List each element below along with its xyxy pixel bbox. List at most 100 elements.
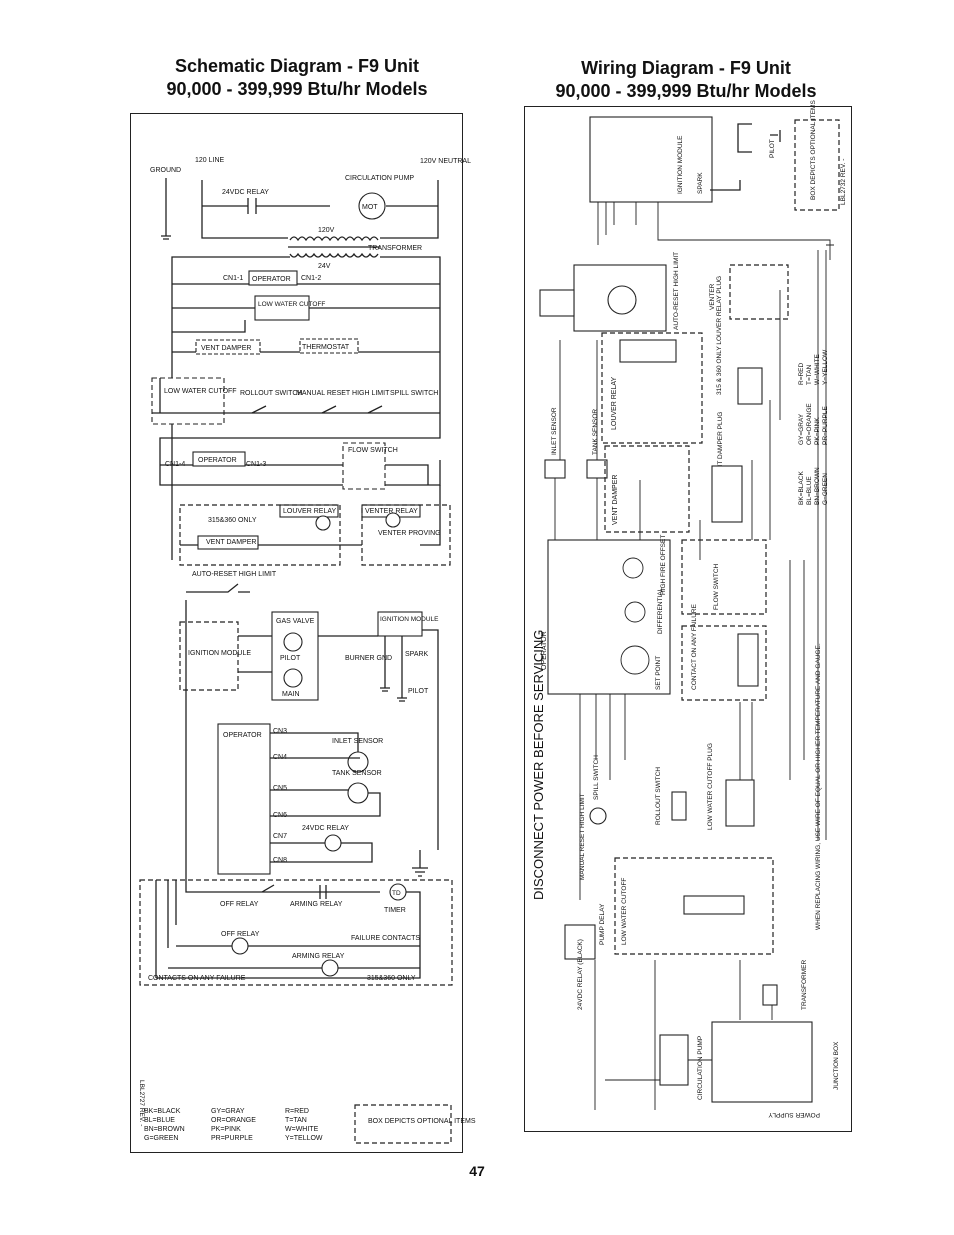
ground-wires: [380, 636, 407, 702]
set-point-dial: [620, 645, 650, 675]
louver-plug-label-w: 315 & 360 ONLY LOUVER RELAY PLUG: [716, 276, 723, 395]
legend-r: R=RED: [285, 1108, 309, 1115]
flow-switch-box: [342, 442, 386, 490]
page-number: 47: [469, 1163, 485, 1179]
ignition-module-block: [589, 116, 713, 203]
circ-pump-block: [659, 1034, 689, 1086]
wleg-g: G=GREEN: [822, 473, 829, 505]
y-wire: [172, 320, 246, 333]
ignition-left-box: [179, 621, 239, 691]
rollout-label-w: ROLLOUT SWITCH: [655, 767, 662, 825]
legend-g: G=GREEN: [144, 1135, 178, 1142]
louver-optional-box: [179, 504, 341, 566]
contact-failure-label-w: CONTACT ON ANY FAILURE: [691, 603, 698, 690]
sensor-wires: [270, 732, 381, 817]
wleg-or: OR=ORANGE: [806, 403, 813, 445]
vent-damper-box-2: [197, 535, 259, 550]
disconnect-warning: DISCONNECT POWER BEFORE SERVICING: [531, 630, 546, 900]
power-supply-label-w: POWER SUPPLY: [768, 1111, 820, 1118]
transformer-primary: [289, 236, 379, 242]
legend-bl: BL=BLUE: [144, 1117, 175, 1124]
safety-chain-wire: [152, 378, 440, 414]
lwco-label-w: LOW WATER CUTOFF: [621, 878, 628, 945]
junction-box-label-w: JUNCTION BOX: [833, 1041, 840, 1090]
tank-sensor-label-w: TANK SENSOR: [592, 409, 599, 455]
lwco-plug-block: [725, 779, 755, 827]
failure-wires: [155, 880, 421, 979]
gas-valve-main-coil: [283, 668, 303, 688]
legend-y: Y=TELLOW: [285, 1135, 323, 1142]
legend-optional-box: [354, 1104, 452, 1144]
wleg-t: T=TAN: [806, 364, 813, 385]
louver-315-label: 315&360 ONLY: [208, 517, 257, 524]
circ-pump-label-w: CIRCULATION PUMP: [697, 1036, 704, 1100]
wleg-w: W=WHITE: [814, 353, 821, 385]
failure-contacts-label: FAILURE CONTACTS: [351, 935, 420, 942]
schematic-label-code: LBL2727 REV. -: [138, 1080, 145, 1126]
junction-box: [711, 1021, 813, 1103]
louver-relay-coil: [315, 515, 331, 531]
vent-damper-box: [195, 339, 261, 355]
auto-reset-label-w: AUTO-RESET HIGH LIMIT: [673, 252, 680, 330]
neutral-wire: [380, 180, 439, 239]
box-depicts-label-w: BOX DEPICTS OPTIONAL ITEMS: [810, 100, 817, 200]
differential-dial: [624, 601, 646, 623]
tank-sensor-block: [586, 459, 608, 479]
transformer-label-w: TRANSFORMER: [801, 960, 808, 1011]
relay24-wires: [270, 842, 428, 877]
relay24-label-w: 24VDC RELAY (BLACK): [577, 939, 584, 1010]
schematic-frame: [130, 113, 463, 1153]
cn5-label: CN5: [273, 785, 287, 792]
venter-optional-box-w: [729, 264, 789, 320]
arming-relay-label-2: ARMING RELAY: [292, 953, 345, 960]
v24-label: 24V: [318, 263, 331, 270]
low-water-label: LOW WATER CUTOFF: [258, 301, 325, 308]
arming-relay-label: ARMING RELAY: [290, 901, 343, 908]
pilot-assembly: [737, 123, 781, 153]
cn1-1-label: CN1-1: [223, 275, 243, 282]
legend-w: W=WHITE: [285, 1126, 319, 1133]
timer-label: TIMER: [384, 907, 406, 914]
cn3-label: CN3: [273, 728, 287, 735]
neutral-label: 120V NEUTRAL: [420, 158, 471, 165]
ignition-module-left: IGNITION MODULE: [188, 650, 251, 657]
wiring-frame: [524, 106, 852, 1132]
gas-valve-knob: [607, 285, 637, 315]
relay24-block: [564, 924, 596, 960]
off-relay-label: OFF RELAY: [220, 901, 259, 908]
ignition-wires: [597, 202, 834, 260]
legend-bn: BN=BROWN: [144, 1126, 185, 1133]
main-label: MAIN: [282, 691, 300, 698]
pilot-label-w: PILOT: [769, 139, 776, 158]
secondary-bus: [171, 256, 441, 560]
failure-contacts-symbol: [261, 884, 327, 899]
vent-damper-label: VENT DAMPER: [201, 345, 251, 352]
manual-reset-label-w: MANUAL RESET HIGH LIMIT: [579, 793, 586, 880]
only315-label-lower: 315&360 ONLY: [367, 975, 416, 982]
operator-board: [547, 539, 671, 695]
pump-delay-label-w: PUMP DELAY: [599, 903, 606, 945]
wleg-y: Y=YELLOW: [822, 349, 829, 385]
schematic-legend: BK=BLACK BL=BLUE BN=BROWN G=GREEN GY=GRA…: [144, 1104, 476, 1144]
auto-reset-switch: [186, 583, 250, 593]
ignition-module-right: IGNITION MODULE: [380, 616, 439, 623]
ignition-module-label-w: IGNITION MODULE: [677, 135, 684, 194]
v120-label: 120V: [318, 227, 335, 234]
legend-pr: PR=PURPLE: [211, 1135, 253, 1142]
vent-damper-plug: [711, 465, 743, 523]
lwco-terminal-block: [683, 895, 745, 915]
wiring-title-line-2: 90,000 - 399,999 Btu/hr Models: [555, 81, 817, 101]
ground-symbol: [161, 178, 171, 240]
gas-valve-wires: [185, 600, 439, 880]
louver-relay-label-w: LOUVER RELAY: [611, 377, 618, 430]
wleg-pr: PR=PURPLE: [822, 406, 829, 445]
legend-pk: PK=PINK: [211, 1126, 241, 1133]
cn7-label: CN7: [273, 833, 287, 840]
operator-label-3: OPERATOR: [223, 732, 262, 739]
wleg-bk: BK=BLACK: [798, 471, 805, 505]
differential-label: DIFFERENTIAL: [657, 587, 664, 634]
operator-box-2: [192, 451, 246, 467]
ignition-module-box: [377, 611, 423, 637]
